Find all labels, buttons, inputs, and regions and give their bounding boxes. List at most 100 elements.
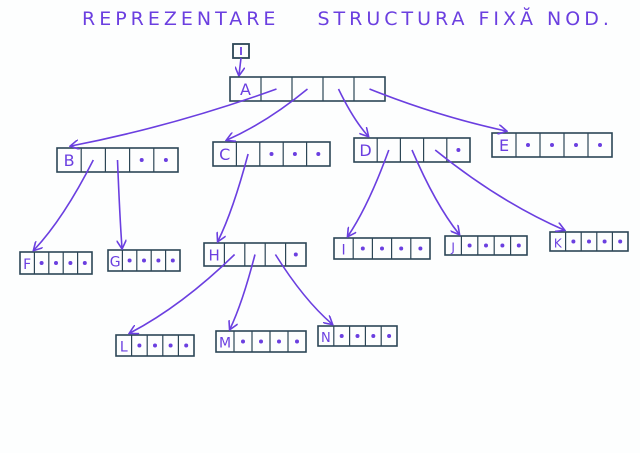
- node-a: A: [229, 76, 386, 102]
- null-pointer-dot: [360, 246, 365, 251]
- edge-a-e: [369, 88, 507, 131]
- null-pointer-dot: [550, 143, 554, 147]
- null-pointer-dot: [355, 334, 360, 338]
- node-box: [333, 237, 431, 260]
- edge-a-c: [227, 88, 309, 140]
- null-pointer-dot: [467, 243, 472, 248]
- node-i: I: [333, 237, 431, 260]
- null-pointer-dot: [316, 152, 321, 156]
- node-label: D: [359, 141, 371, 160]
- root-arrow: [239, 57, 241, 75]
- edge-b-g: [118, 159, 123, 248]
- node-label: E: [499, 136, 509, 155]
- null-pointer-dot: [500, 243, 505, 248]
- null-pointer-dot: [380, 246, 384, 251]
- node-c: C: [212, 141, 331, 167]
- node-label: G: [110, 255, 121, 271]
- null-pointer-dot: [526, 143, 530, 147]
- node-label: J: [450, 241, 455, 255]
- node-box: [212, 141, 331, 167]
- node-box: [19, 251, 93, 275]
- null-pointer-dot: [571, 239, 576, 244]
- null-pointer-dot: [387, 334, 392, 338]
- null-pointer-dot: [399, 246, 404, 251]
- null-pointer-dot: [574, 143, 578, 147]
- node-k: K: [549, 231, 629, 252]
- node-box: [491, 132, 613, 158]
- null-pointer-dot: [153, 343, 157, 348]
- null-pointer-dot: [339, 334, 344, 338]
- node-j: J: [444, 235, 528, 256]
- node-m: M: [215, 330, 307, 353]
- node-n: N: [317, 325, 398, 347]
- node-label: N: [321, 331, 331, 346]
- node-box: [229, 76, 386, 102]
- node-box: [107, 249, 181, 272]
- title-part-2: STRUCTURA FIXĂ NOD.: [317, 8, 613, 30]
- null-pointer-dot: [293, 252, 298, 257]
- null-pointer-dot: [598, 143, 602, 147]
- edge-c-h: [218, 153, 249, 241]
- null-pointer-dot: [127, 258, 132, 263]
- node-box: [444, 235, 528, 256]
- null-pointer-dot: [259, 339, 263, 344]
- node-label: B: [64, 151, 75, 170]
- node-label: F: [23, 257, 31, 273]
- node-e: E: [491, 132, 613, 158]
- node-box: [115, 334, 195, 357]
- node-h: H: [203, 242, 307, 267]
- node-l: L: [115, 334, 195, 357]
- null-pointer-dot: [456, 148, 461, 152]
- null-pointer-dot: [587, 239, 591, 244]
- edge-a-d: [337, 88, 369, 136]
- node-label: K: [554, 237, 563, 251]
- node-label: L: [120, 340, 128, 356]
- null-pointer-dot: [82, 261, 87, 265]
- null-pointer-dot: [142, 258, 146, 263]
- node-f: F: [19, 251, 93, 275]
- null-pointer-dot: [516, 243, 521, 248]
- node-g: G: [107, 249, 181, 272]
- null-pointer-dot: [156, 258, 161, 263]
- node-box: [549, 231, 629, 252]
- null-pointer-dot: [184, 343, 189, 348]
- null-pointer-dot: [371, 334, 376, 338]
- node-box: [203, 242, 307, 267]
- null-pointer-dot: [168, 343, 173, 348]
- node-box: [215, 330, 307, 353]
- null-pointer-dot: [484, 243, 488, 248]
- edge-d-j: [411, 149, 459, 234]
- node-label: M: [219, 336, 231, 352]
- null-pointer-dot: [418, 246, 423, 251]
- null-pointer-dot: [54, 261, 58, 265]
- null-pointer-dot: [269, 152, 274, 156]
- edge-a-b: [71, 88, 277, 146]
- root-pointer: [232, 43, 250, 75]
- title-part-1: REPREZENTARE: [82, 8, 280, 30]
- null-pointer-dot: [139, 158, 144, 162]
- node-label: A: [240, 80, 251, 99]
- null-pointer-dot: [39, 261, 44, 265]
- edge-b-f: [34, 159, 95, 250]
- edge-h-l: [130, 253, 236, 334]
- edge-d-k: [434, 149, 564, 230]
- edge-d-i: [348, 149, 390, 236]
- node-label: H: [209, 247, 220, 265]
- null-pointer-dot: [618, 239, 623, 244]
- node-label: C: [219, 145, 230, 164]
- node-d: D: [353, 137, 471, 163]
- null-pointer-dot: [241, 339, 245, 344]
- null-pointer-dot: [170, 258, 175, 263]
- edge-h-n: [274, 254, 332, 325]
- null-pointer-dot: [68, 261, 73, 265]
- null-pointer-dot: [295, 339, 299, 344]
- null-pointer-dot: [292, 152, 297, 156]
- null-pointer-dot: [602, 239, 607, 244]
- node-box: [353, 137, 471, 163]
- diagram-title: REPREZENTARE STRUCTURA FIXĂ NOD.: [82, 8, 640, 30]
- null-pointer-dot: [137, 343, 142, 348]
- node-label: I: [342, 243, 346, 259]
- edge-h-m: [230, 254, 256, 330]
- null-pointer-dot: [163, 158, 168, 162]
